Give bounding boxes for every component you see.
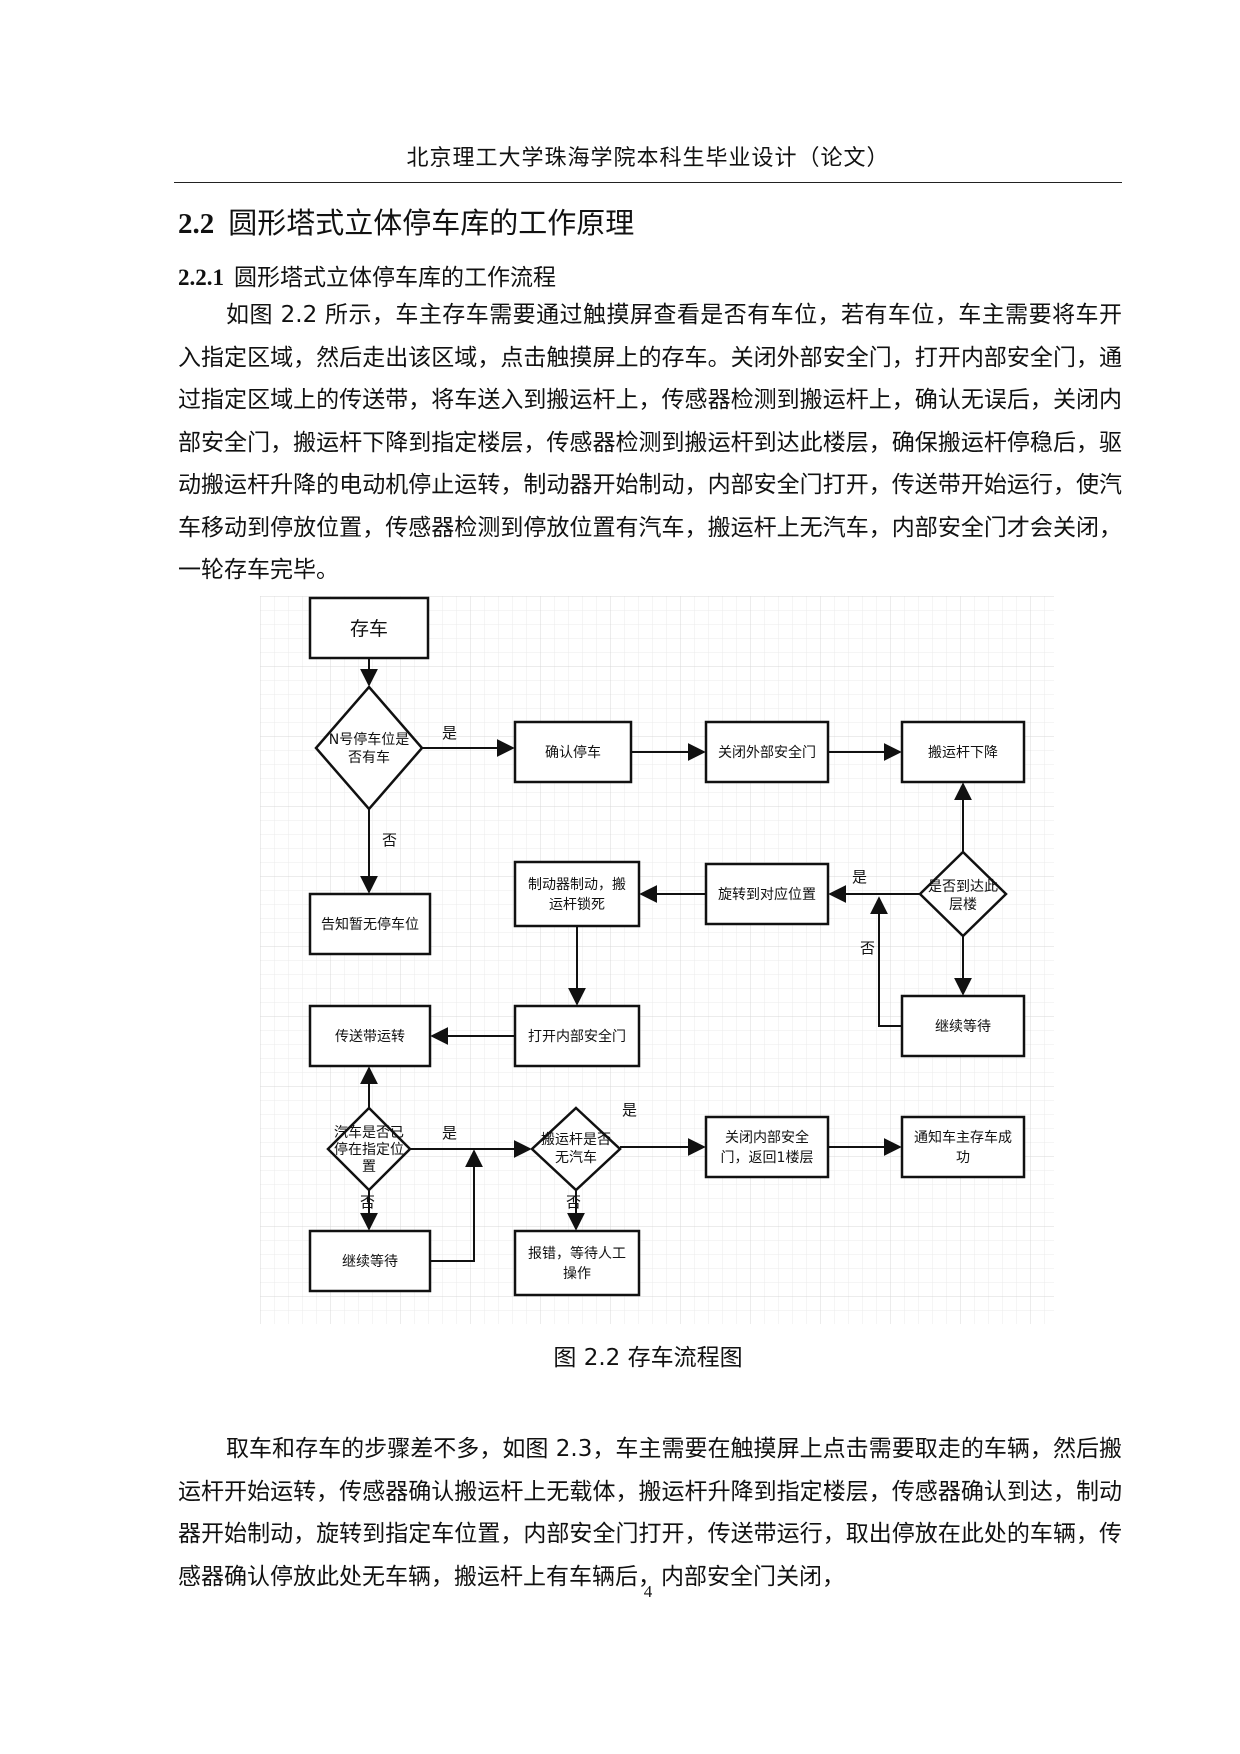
label-check-space-2: 否有车 <box>348 749 390 766</box>
label-notify-no-space: 告知暂无停车位 <box>321 916 419 933</box>
subsection-heading: 2.2.1 圆形塔式立体停车库的工作流程 <box>178 258 556 292</box>
label-error-1: 报错，等待人工 <box>528 1245 626 1262</box>
label-notify-success-1: 通知车主存车成 <box>914 1129 1012 1146</box>
subsection-number: 2.2.1 <box>178 265 224 290</box>
label-start: 存车 <box>350 618 388 640</box>
label-car-parked-2: 停在指定位 <box>334 1141 404 1158</box>
label-check-space-1: N号停车位是 <box>329 731 409 748</box>
node-conveyor-run <box>308 1004 432 1068</box>
flowchart-figure: 存车 N号停车位是 否有车 确认停车 关闭外部安全门 搬运杆下降 告知暂无停车位… <box>260 596 1054 1324</box>
edge-label-yes-1: 是 <box>442 724 457 742</box>
figure-caption: 图 2.2 存车流程图 <box>553 1345 743 1371</box>
label-close-inner-door-2: 门，返回1楼层 <box>721 1150 814 1166</box>
label-lift-empty-2: 无汽车 <box>555 1149 597 1166</box>
running-header: 北京理工大学珠海学院本科生毕业设计（论文） <box>406 146 890 171</box>
edge-label-yes-3: 是 <box>442 1124 457 1142</box>
node-keep-waiting-1 <box>900 994 1026 1058</box>
node-close-outer-door <box>704 720 830 784</box>
edge-label-no-1: 否 <box>382 831 397 849</box>
label-conveyor-run: 传送带运转 <box>335 1029 405 1045</box>
node-lift-down <box>900 720 1026 784</box>
section-heading: 2.2 圆形塔式立体停车库的工作原理 <box>178 200 634 242</box>
label-car-parked-1: 汽车是否已 <box>334 1124 404 1141</box>
node-brake <box>513 860 641 928</box>
paragraph-2: 取车和存车的步骤差不多，如图 2.3，车主需要在触摸屏上点击需要取走的车辆，然后… <box>178 1436 1122 1590</box>
label-notify-success-2: 功 <box>956 1150 970 1166</box>
page-number: 4 <box>643 1582 653 1601</box>
header-rule <box>174 182 1122 183</box>
label-confirm-park: 确认停车 <box>545 744 601 761</box>
edge-label-no-2: 否 <box>860 939 875 957</box>
node-close-inner-door <box>704 1115 830 1179</box>
label-open-inner-door: 打开内部安全门 <box>528 1028 626 1045</box>
label-brake-2: 运杆锁死 <box>549 897 605 913</box>
edge-label-no-3: 否 <box>360 1193 375 1211</box>
label-reached-floor-2: 层楼 <box>949 897 977 913</box>
edge-label-yes-2: 是 <box>852 868 867 886</box>
subsection-title: 圆形塔式立体停车库的工作流程 <box>234 265 556 291</box>
section-number: 2.2 <box>178 208 215 240</box>
node-notify-success <box>900 1115 1026 1179</box>
label-lift-empty-1: 搬运杆是否 <box>541 1132 611 1148</box>
paragraph-1: 如图 2.2 所示，车主存车需要通过触摸屏查看是否有车位，若有车位，车主需要将车… <box>178 302 1122 583</box>
label-car-parked-3: 置 <box>362 1159 376 1175</box>
edge-label-yes-4: 是 <box>622 1101 637 1119</box>
label-brake-1: 制动器制动，搬 <box>528 877 626 893</box>
label-error-2: 操作 <box>563 1266 591 1282</box>
node-start <box>308 596 430 660</box>
edge-wait-loop <box>870 896 902 1027</box>
label-rotate: 旋转到对应位置 <box>718 886 816 903</box>
label-close-outer-door: 关闭外部安全门 <box>718 744 816 761</box>
label-reached-floor-1: 是否到达此 <box>928 879 998 895</box>
edge-label-no-4: 否 <box>566 1193 581 1211</box>
label-lift-down: 搬运杆下降 <box>928 745 998 761</box>
section-title: 圆形塔式立体停车库的工作原理 <box>228 206 635 240</box>
label-keep-waiting-2: 继续等待 <box>342 1253 398 1270</box>
node-notify-no-space <box>308 892 432 956</box>
node-error <box>513 1229 641 1297</box>
label-close-inner-door-1: 关闭内部安全 <box>725 1129 809 1146</box>
edge-wait2-loop <box>430 1149 483 1262</box>
node-open-inner-door <box>513 1004 641 1068</box>
label-keep-waiting-1: 继续等待 <box>935 1018 991 1035</box>
